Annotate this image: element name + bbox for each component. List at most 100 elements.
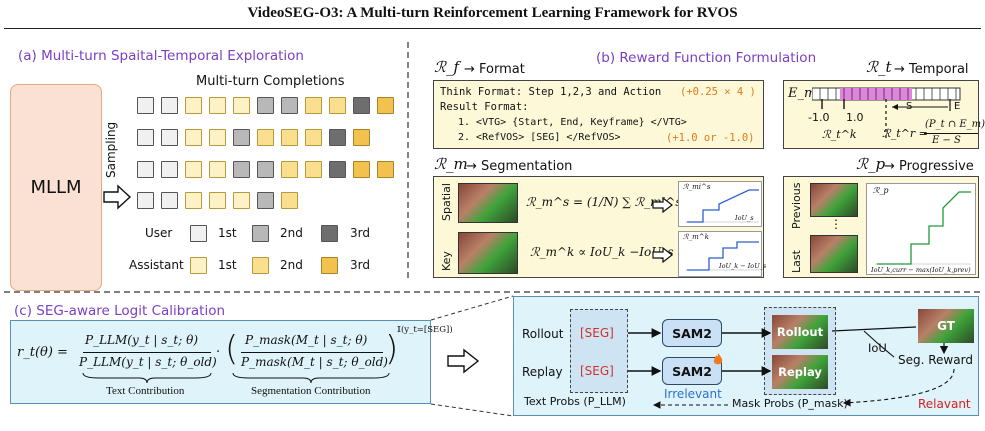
temporal-s-label: S [906,101,913,112]
eq-lhs: r_t(θ) = [17,345,68,360]
legend-user-1st: 1st [218,226,237,240]
progressive-symbol: ℛ_p [856,155,886,173]
format-think-line: Think Format: Step 1,2,3 and Action [440,86,662,98]
section-c-title: (c) SEG-aware Logit Calibration [14,303,226,319]
temporal-timeline [812,87,961,101]
temporal-fraction-bar [924,133,978,134]
format-item-reward: (+1.0 or -1.0) [666,132,755,144]
legend-assistant-3rd-swatch [321,257,338,274]
eq-underbraces [82,372,390,384]
spatial-plot-xlabel: IoU_s [735,214,754,222]
spatial-frames-image [458,183,518,223]
spatial-arrow-icon [652,197,673,213]
section-b-title: (b) Reward Function Formulation [596,50,817,66]
seg-token-group [570,309,628,393]
legend-assistant-1st: 1st [218,258,237,272]
rollout-seg-token: [SEG] [580,326,614,340]
text-probs-label: Text Probs (P_LLM) [524,395,626,408]
legend-user-3rd: 3rd [350,226,370,240]
progressive-plot-ylabel: ℛ_p [873,186,889,195]
temporal-arrow-label: → Temporal [894,62,969,77]
replay-sam2-block: SAM2 [662,357,722,385]
legend-user-label: User [145,226,173,240]
legend-assistant-label: Assistant [129,258,184,272]
key-reward-curve [685,241,759,271]
segmentation-symbol: ℛ_m [434,155,468,173]
replay-mask-label: Replay [778,365,822,379]
segmentation-contribution-label: Segmentation Contribution [251,385,371,397]
replay-seg-token: [SEG] [580,364,614,378]
last-frame-image [810,235,858,273]
temporal-rr: ℛ_t^r = [882,127,928,140]
fire-icon [713,353,723,365]
format-result-line: Result Format: [440,101,529,113]
progressive-arrow-label: → Progressive [884,159,974,174]
legend-assistant-3rd: 3rd [350,258,370,272]
temporal-panel: E_m S E -1.0 1.0 ℛ_t^k ℛ_t^r = (P_t ∩ E_… [783,80,985,149]
mllm-box: MLLM [10,84,102,291]
progressive-reward-plot: ℛ_p IoU_k,curr − max(IoU_k,prev) [866,183,976,275]
key-frame-image [458,232,518,274]
mask-probs-label: Mask Probs (P_mask) [732,397,848,410]
eq-mask-fraction-bar [241,352,383,353]
spatial-reward-plot: ℛ_mi^s IoU_s [678,181,762,227]
legend-user-2nd: 2nd [280,226,303,240]
rollout-sam2-label: SAM2 [672,325,712,341]
gt-mask-image: GT [918,309,974,343]
temporal-symbol: ℛ_t [866,58,892,76]
legend-user-3rd-swatch [321,225,338,242]
rollout-mask-label: Rollout [776,325,824,339]
format-arrow-label: → Format [464,62,525,77]
key-plot-xlabel: IoU_k − IoU_s [719,262,767,270]
temporal-em-label: E_m [788,86,817,101]
legend-assistant-1st-swatch [190,257,207,274]
previous-frame-image [810,183,858,217]
key-plot-ylabel: ℛ_m^k [683,233,709,241]
progressive-reward-curve [875,191,971,265]
section-a-title: (a) Multi-turn Spaital-Temporal Explorat… [18,48,304,64]
segmentation-arrow-label: → Segmentation [466,159,573,174]
calibration-pipeline-panel: Rollout Replay [SEG] [SEG] SAM2 SAM2 Irr… [513,296,979,416]
segmentation-eq-key: ℛ_m^k ∝ IoU_k −IoU_s [530,245,674,259]
eq-mask-den: P_mask(M_t | s_t; θ_old) [241,355,388,369]
replay-sam2-label: SAM2 [672,363,712,379]
temporal-e-label: E [954,101,961,112]
rollout-mask-image: Rollout [772,315,828,349]
format-think-reward: (+0.25 × 4 ) [680,86,756,98]
key-reward-plot: ℛ_m^k IoU_k − IoU_s [678,231,766,277]
replay-mask-image: Replay [772,355,828,389]
figure-title: VideoSEG-O3: A Multi-turn Reinforcement … [247,5,738,21]
seg-reward-label: Seg. Reward [898,353,973,367]
temporal-num: (P_t ∩ E_m) [925,119,985,130]
eq-mask-num: P_mask(M_t | s_t; θ) [245,333,368,347]
temporal-rk: ℛ_t^k [822,128,857,141]
eq-exponent: 𝕀(y_t=[SEG]) [397,325,453,335]
replay-row-label: Replay [522,365,563,379]
legend-assistant-2nd-swatch [252,257,269,274]
sampling-arrow-icon [103,184,132,210]
rollout-row-label: Rollout [522,327,564,341]
format-panel: Think Format: Step 1,2,3 and Action (+0.… [433,80,764,149]
key-arrow-icon [652,247,673,263]
calibration-arrow-icon [447,348,480,374]
completions-label: Multi-turn Completions [196,74,345,89]
eq-dot: · [216,345,221,360]
eq-close-paren: ) [385,329,399,369]
format-symbol: ℛ_f [434,58,460,76]
eq-text-fraction-bar [83,352,211,353]
temporal-neg-value: -1.0 [808,111,830,124]
legend-assistant-2nd: 2nd [280,258,303,272]
gt-label: GT [937,319,955,333]
temporal-markers [821,99,951,139]
eq-text-den: P_LLM(y_t | s_t; θ_old) [79,355,217,369]
rollout-sam2-block: SAM2 [662,319,722,347]
text-contribution-label: Text Contribution [106,385,185,397]
format-item-1: 1. <VTG> {Start, End, Keyframe} </VTG> [458,117,687,128]
legend-user-1st-swatch [190,225,207,242]
iou-label: IoU [868,341,887,355]
progressive-plot-xlabel: IoU_k,curr − max(IoU_k,prev) [871,266,971,274]
irrelevant-label: Irrelevant [664,387,722,401]
relevant-label: Relavant [918,397,971,411]
segmentation-panel: Spatial Key ℛ_m^s = (1/N) ∑ ℛ_mi^s ℛ_m^k… [433,176,766,278]
